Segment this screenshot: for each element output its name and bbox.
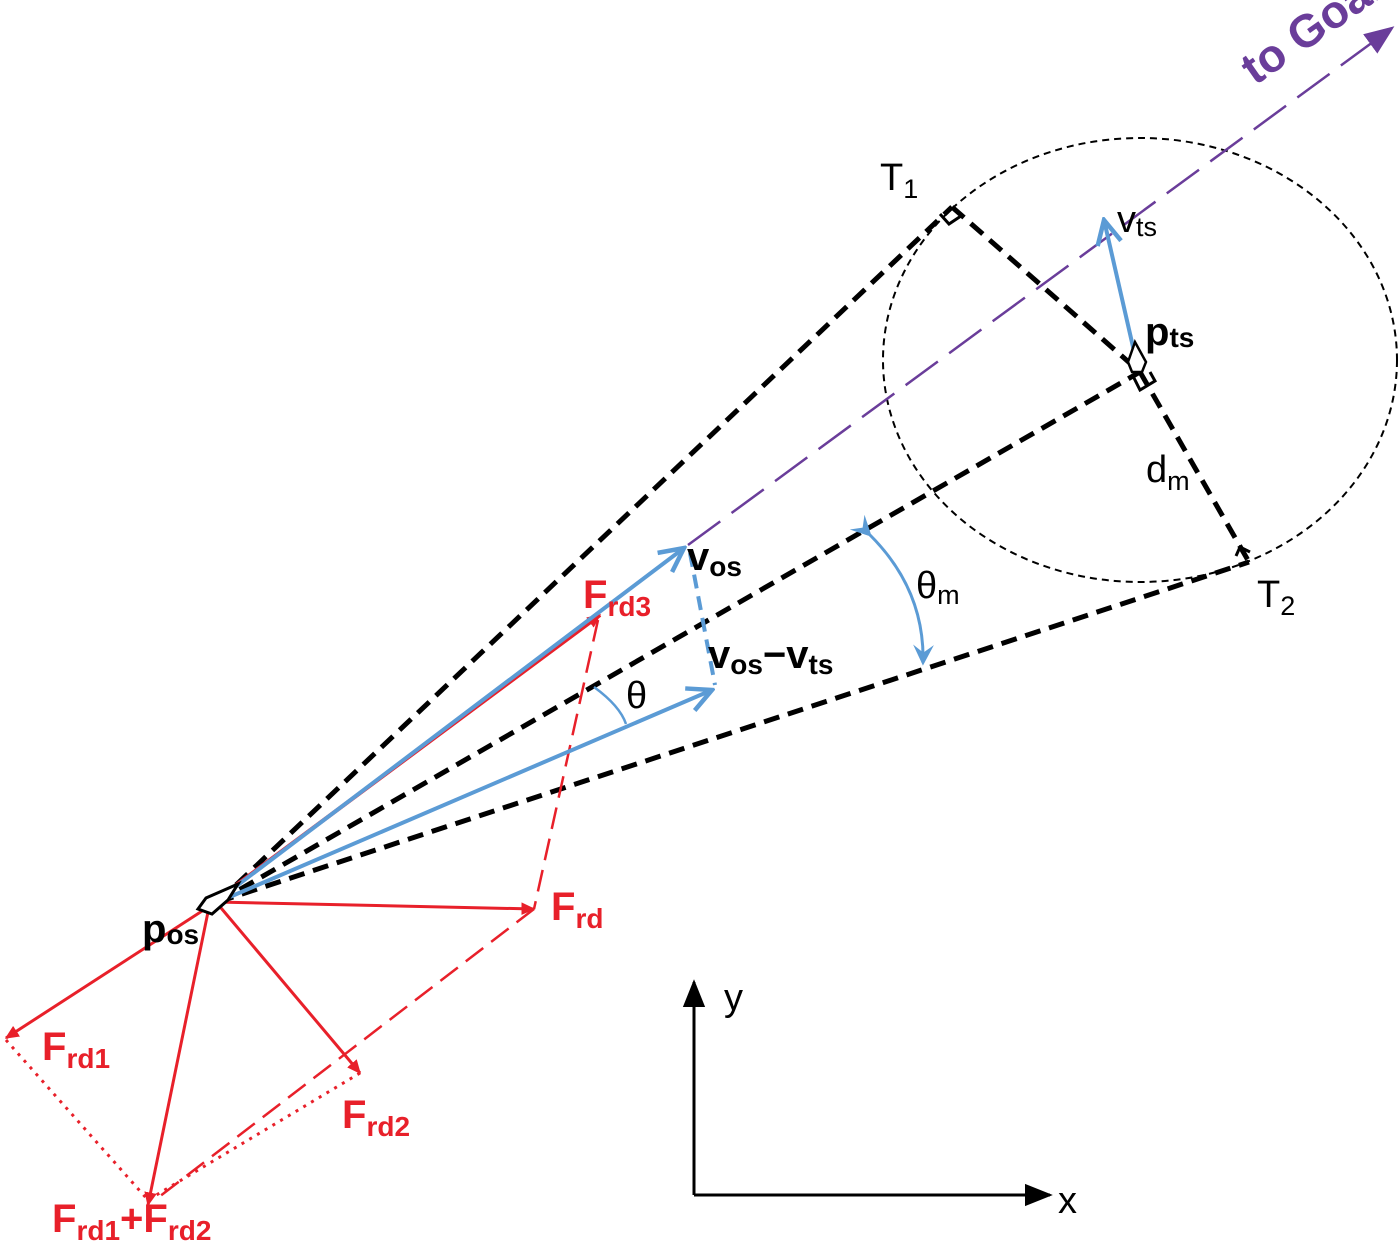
relative-velocity-vector <box>217 690 712 904</box>
collision-cone <box>216 205 1252 905</box>
radius-t1 <box>950 205 1142 374</box>
p-os-label: pos <box>142 907 199 951</box>
v-ts-dashed-translation <box>688 552 717 686</box>
t2-label: T2 <box>1257 574 1295 621</box>
f-rd1-label: Frd1 <box>42 1025 110 1074</box>
f-sum-label: Frd1+Frd2 <box>52 1197 211 1244</box>
cone-center-line <box>216 369 1142 905</box>
p-ts-label: pts <box>1145 310 1194 354</box>
radius-t2 <box>1137 370 1252 564</box>
repulsive-forces <box>4 613 602 1207</box>
v-ts-label: vts <box>1117 199 1157 242</box>
cone-edge-lower <box>217 559 1250 905</box>
axis-y-label: y <box>724 977 743 1019</box>
f-sum-vector <box>144 911 210 1207</box>
own-ship-shape <box>195 880 242 916</box>
v-os-vector <box>216 548 684 902</box>
velocity-vectors <box>216 220 1138 904</box>
right-angle-pts <box>1132 371 1158 393</box>
target-ship-shape <box>1126 338 1148 374</box>
d-m-label: dm <box>1146 449 1190 496</box>
theta-label: θ <box>626 675 647 717</box>
theta-m-arc <box>849 514 934 666</box>
theta-m-label: θm <box>916 565 960 610</box>
f-rd2-label: Frd2 <box>342 1093 410 1142</box>
axis-x-label: x <box>1058 1180 1077 1222</box>
f-rd-label: Frd <box>551 885 603 934</box>
relative-velocity-label: vos−vts <box>708 633 833 680</box>
projection-frd <box>154 908 535 1201</box>
right-angle-markers <box>938 212 1251 557</box>
coordinate-axes <box>682 979 1053 1207</box>
f-rd-vector <box>215 900 536 916</box>
f-rd1-vector <box>4 900 217 1040</box>
v-ts-vector <box>1104 220 1138 361</box>
f-rd2-vector <box>214 901 362 1075</box>
cone-edge-upper <box>216 205 954 904</box>
parallelogram-side-2 <box>147 1071 361 1202</box>
f-rd3-label: Frd3 <box>583 573 651 622</box>
t1-label: T1 <box>880 157 918 204</box>
obstacle-circle <box>882 137 1398 583</box>
right-angle-t2 <box>1234 544 1251 557</box>
right-angle-t1 <box>938 212 962 226</box>
theta-arc <box>593 685 628 725</box>
to-goal-line <box>687 26 1395 547</box>
projection-frd3 <box>532 619 600 910</box>
v-os-label: vos <box>687 535 742 582</box>
